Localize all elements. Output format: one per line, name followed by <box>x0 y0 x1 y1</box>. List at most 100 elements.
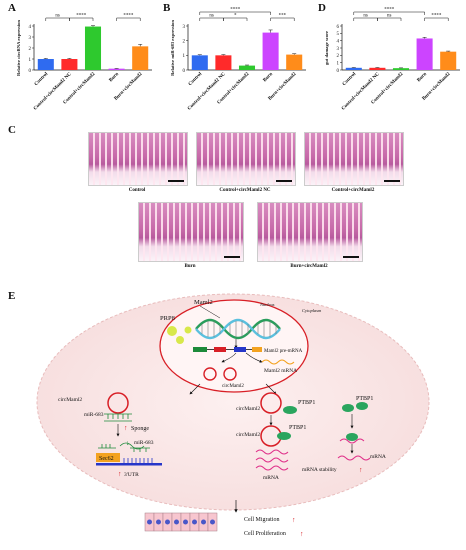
circ-rna-left <box>107 392 129 414</box>
label-sponge: Sponge <box>131 426 149 432</box>
bar <box>369 67 386 70</box>
ptbp1-free-2 <box>356 402 368 410</box>
bar <box>440 51 457 70</box>
y-tick-label: 3 <box>183 25 186 30</box>
ptbp1-protein-a <box>283 406 297 414</box>
dna-helix <box>195 318 281 340</box>
significance-bracket <box>116 17 141 21</box>
panel-label-e: E <box>8 290 16 302</box>
y-tick-label: 2 <box>183 39 186 44</box>
y-tick-label: 2 <box>29 47 32 52</box>
significance-label: **** <box>230 8 241 13</box>
category-label: Burn <box>109 72 121 84</box>
significance-bracket <box>69 17 94 21</box>
y-tick-label: 3 <box>29 36 32 41</box>
label-stability: mRNA stability <box>302 467 337 473</box>
bar <box>84 26 102 70</box>
label-mrna-mid: mRNA <box>263 475 279 481</box>
y-tick-label: 4 <box>337 39 340 44</box>
significance-label: * <box>234 14 237 19</box>
bar <box>108 68 125 70</box>
significance-bracket <box>377 17 402 21</box>
prp8-proteins <box>167 326 192 344</box>
utr-up-arrow: ↑ <box>118 470 122 478</box>
y-axis-label: Relative miR-683 expression <box>170 20 175 76</box>
label-prp8: PRP8 <box>160 315 175 322</box>
label-maml2: Maml2 <box>194 299 213 306</box>
significance-label: ns <box>209 14 214 19</box>
histology-caption-burn-circ: Burn+circMaml2 <box>290 264 328 269</box>
y-axis-label: Relative circRNA expression <box>16 20 21 76</box>
histology-burn <box>138 202 244 262</box>
label-migration: Cell Migration <box>244 517 280 523</box>
histology-control <box>88 132 188 186</box>
significance-bracket <box>424 17 449 21</box>
significance-bracket <box>270 17 295 21</box>
pre-mrna <box>193 347 262 352</box>
ptbp1-free-1 <box>342 404 354 412</box>
migration-up-arrow: ↑ <box>292 516 296 524</box>
bar <box>392 68 410 70</box>
bar <box>37 59 54 70</box>
y-tick-label: 6 <box>337 25 340 30</box>
y-tick-label: 1 <box>29 58 32 63</box>
y-tick-label: 3 <box>337 47 340 52</box>
label-maml2-mrna: Maml2 mRNA <box>264 368 297 374</box>
circ-rna-nuclear-2 <box>223 367 237 381</box>
stability-up-arrow: ↑ <box>359 466 363 474</box>
significance-label: ns <box>55 14 60 19</box>
label-pre-mrna: Maml2 pre-mRNA <box>264 349 303 354</box>
y-tick-label: 0 <box>337 69 340 74</box>
circ-rna-mid-1 <box>260 392 282 414</box>
proliferation-up-arrow: ↑ <box>300 530 304 538</box>
scale-bar <box>343 256 359 258</box>
histology-burn-circ <box>257 202 363 262</box>
y-axis-label: gut damage score <box>324 31 329 65</box>
significance-bracket <box>353 11 425 15</box>
label-ptbp1-a: PTBP1 <box>298 400 315 406</box>
y-tick-label: 2 <box>337 54 340 59</box>
ptbp1-bound <box>346 433 358 441</box>
scale-bar <box>384 180 400 182</box>
nucleus <box>159 299 309 393</box>
bar <box>262 32 279 70</box>
scale-bar <box>168 180 184 182</box>
ptbp1-protein-b <box>277 432 291 440</box>
cell-row <box>144 512 218 532</box>
label-circ-mid-2: circMaml2 <box>236 432 260 438</box>
significance-bracket <box>223 17 248 21</box>
label-sec62: Sec62 <box>99 456 114 462</box>
utr-strand <box>96 458 162 466</box>
y-tick-label: 5 <box>337 32 340 37</box>
panel-label-d: D <box>318 2 326 14</box>
histology-control-nc <box>196 132 296 186</box>
label-ptbp1-c: PTBP1 <box>356 396 373 402</box>
significance-label: ns <box>363 14 368 19</box>
bar <box>61 59 78 70</box>
label-nucleus: Nucleus <box>259 302 275 307</box>
label-mir683-b: miR-683 <box>134 440 154 446</box>
y-tick-label: 1 <box>337 61 340 66</box>
label-mir683-a: miR-683 <box>84 412 104 418</box>
histology-caption-control-circ: Control+circMaml2 <box>331 188 375 193</box>
y-tick-label: 4 <box>29 25 32 30</box>
scale-bar <box>224 256 240 258</box>
bar <box>238 65 256 70</box>
histology-caption-control-nc: Control+circMaml2 NC <box>219 188 271 193</box>
y-tick-label: 1 <box>183 54 186 59</box>
category-label: Control <box>342 71 358 87</box>
significance-label: **** <box>123 14 134 19</box>
bar <box>286 54 303 70</box>
category-label: Control <box>34 71 50 87</box>
circ-rna-nuclear-1 <box>203 367 217 381</box>
significance-label: ns <box>387 14 392 19</box>
label-cytoplasm: Cytoplasm <box>302 308 322 313</box>
bar <box>191 55 208 70</box>
category-label: Control <box>188 71 204 87</box>
histology-caption-control: Control <box>128 188 146 193</box>
mir683-down-arrow: ↓ <box>126 439 130 447</box>
histology-control-circ <box>304 132 404 186</box>
scale-bar <box>276 180 292 182</box>
